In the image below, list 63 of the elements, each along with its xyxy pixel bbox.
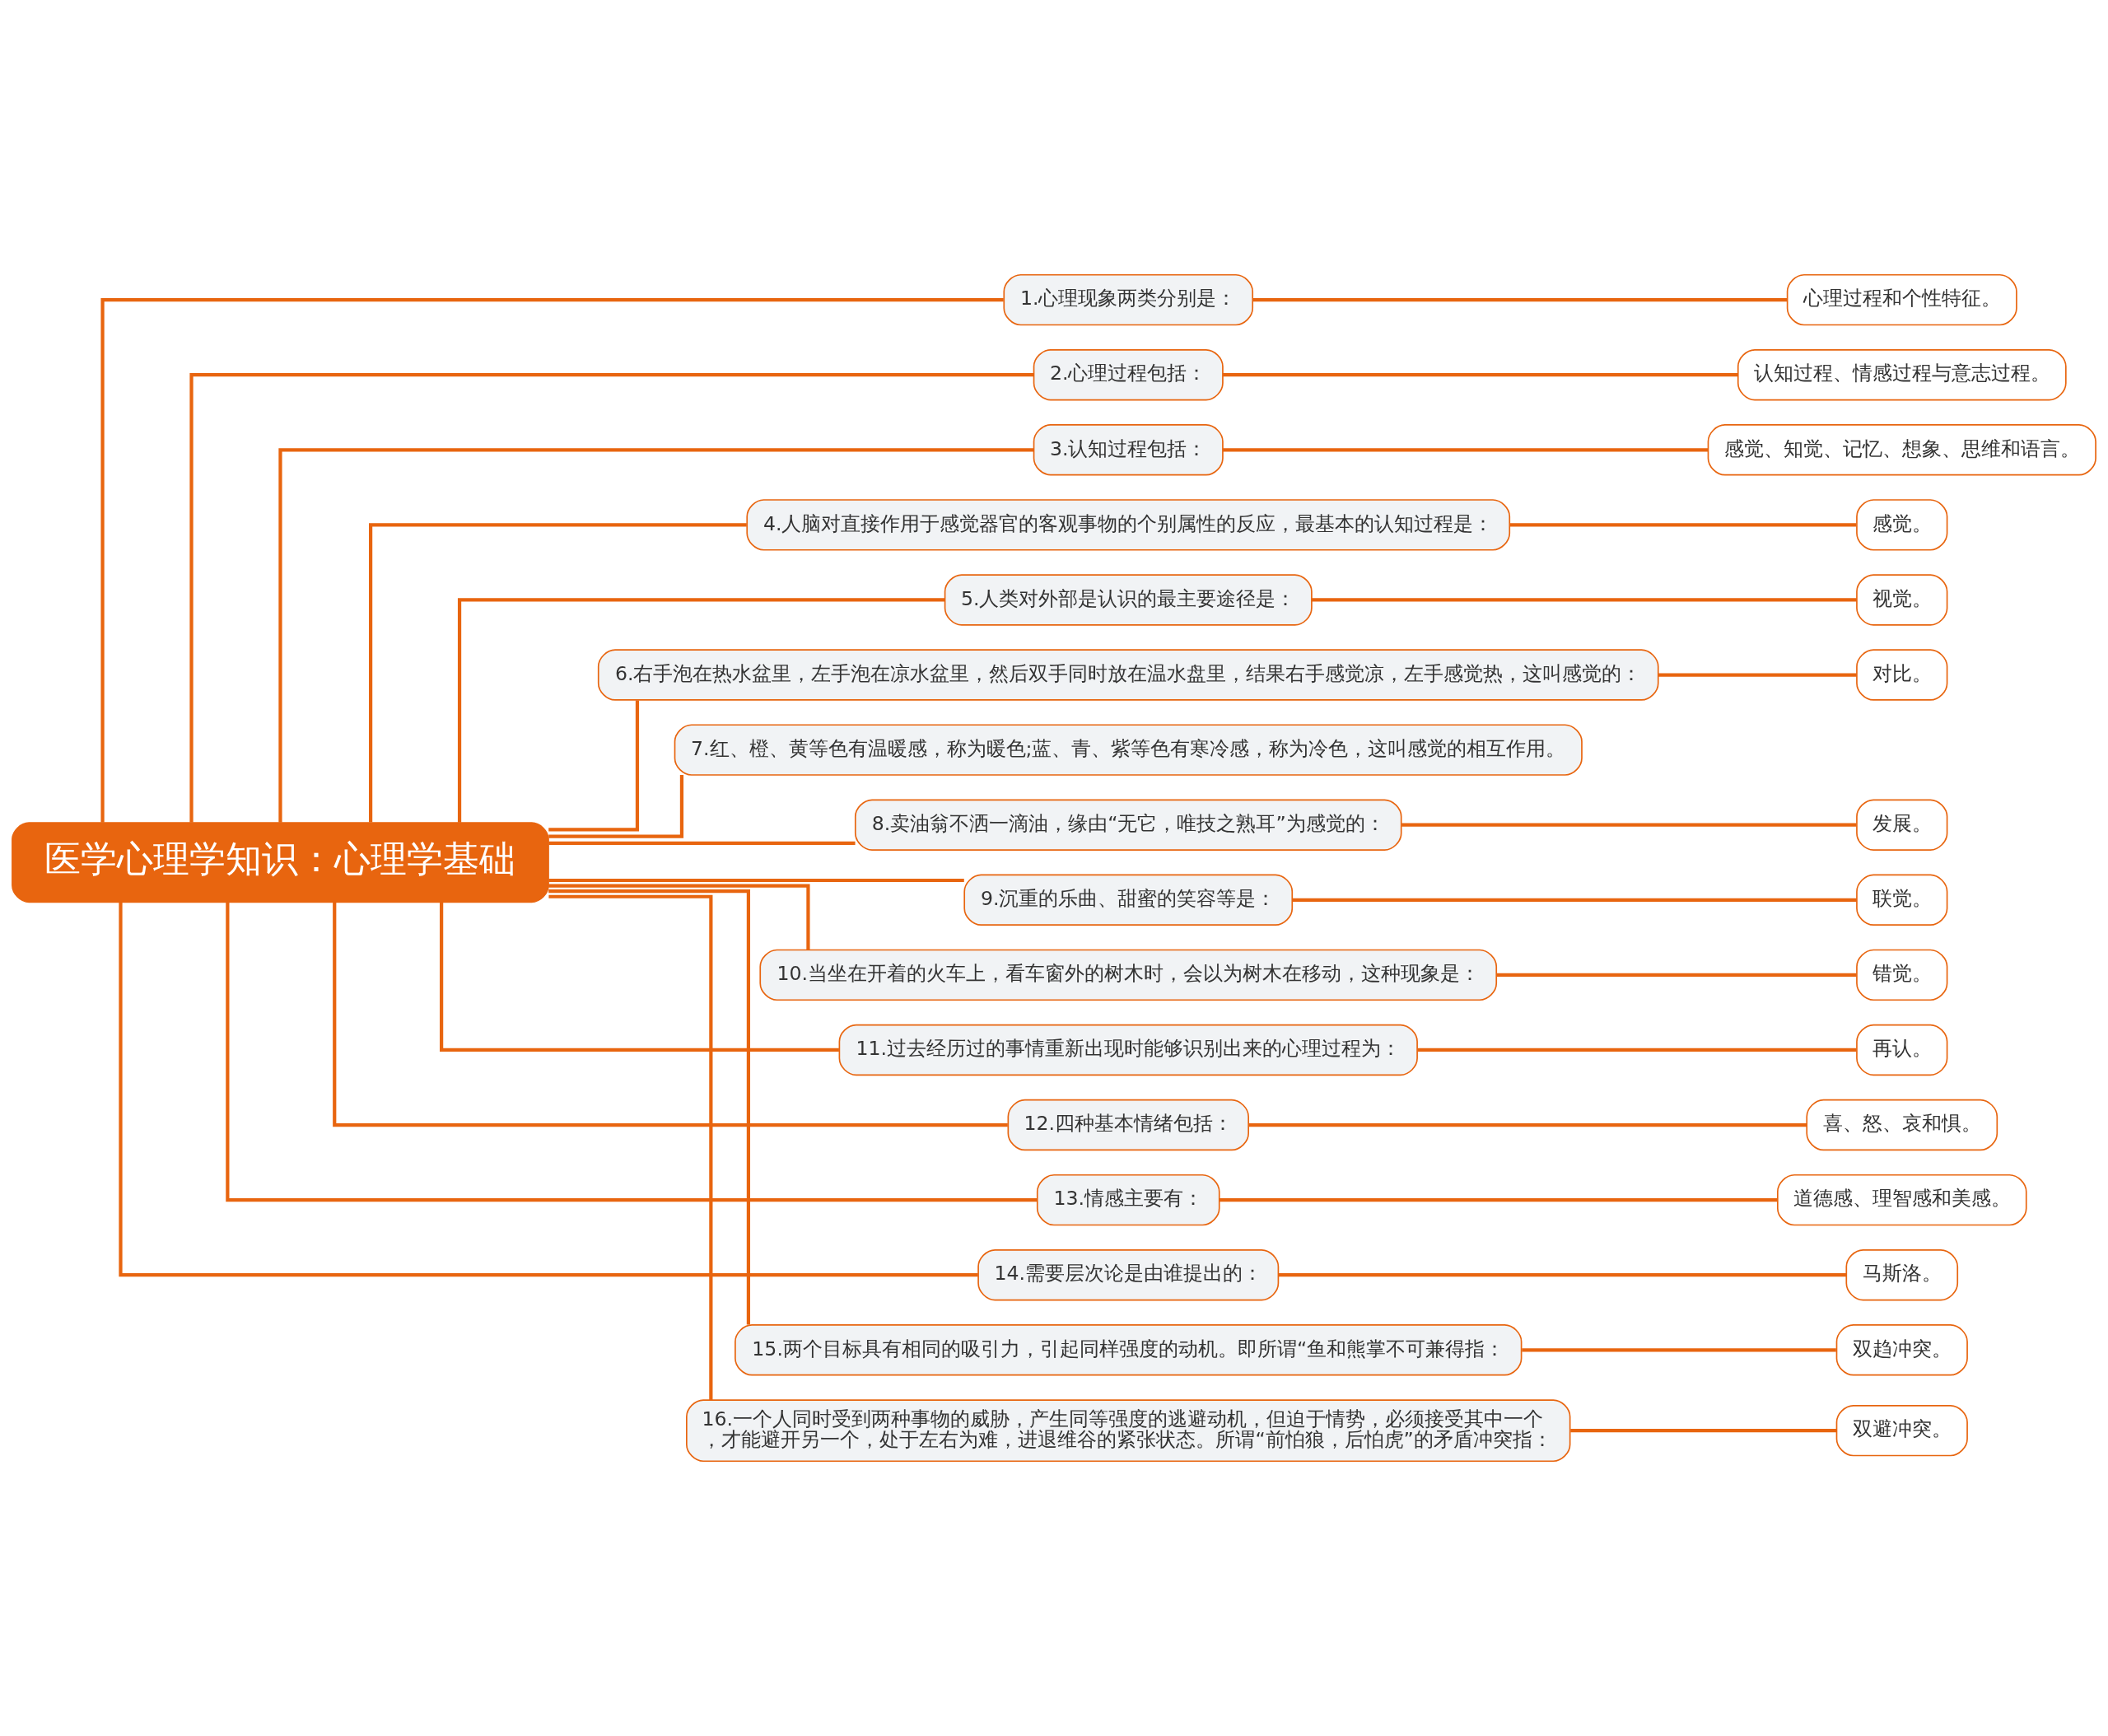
connector [1496, 973, 1857, 977]
connector [119, 902, 978, 1277]
node-box: 7.红、橙、黄等色有温暖感，称为暖色;蓝、青、紫等色有寒冷感，称为冷色，这叫感觉的相互作用。 [674, 724, 1583, 776]
connector [189, 373, 1034, 823]
node-box: 道德感、理智感和美感。 [1776, 1174, 2027, 1226]
connector [548, 889, 750, 1325]
connector [1509, 523, 1857, 527]
node-box: 11.过去经历过的事情重新出现时能够识别出来的心理过程为： [838, 1024, 1418, 1076]
connector [1417, 1048, 1857, 1052]
connector [548, 894, 713, 1400]
connector [333, 902, 1008, 1127]
connector [1311, 598, 1857, 602]
connector [100, 298, 1004, 823]
node-box: 感觉。 [1856, 499, 1948, 551]
connector [1570, 1429, 1837, 1433]
connector [548, 884, 810, 950]
node-box: 16.一个人同时受到两种事物的威胁，产生同等强度的逃避动机，但迫于情势，必须接受其中一个，才能避开另一个，处于左右为难，进退维谷的紧张状态。所谓“前怕狼，后怕虎”的矛盾冲突指： [686, 1399, 1571, 1463]
node-box: 心理过程和个性特征。 [1786, 273, 2017, 326]
connector [548, 700, 640, 832]
node-box: 10.当坐在开着的火车上，看车窗外的树木时，会以为树木在移动，这种现象是： [759, 949, 1498, 1001]
node-box: 5.人类对外部是认识的最主要途径是： [944, 574, 1313, 626]
node-box: 8.卖油翁不洒一滴油，缘由“无它，唯技之熟耳”为感觉的： [854, 799, 1402, 851]
node-box: 双避冲突。 [1835, 1404, 1968, 1457]
node-box: 认知过程、情感过程与意志过程。 [1737, 349, 2067, 401]
node-box: 喜、怒、哀和惧。 [1806, 1099, 1998, 1151]
node-box: 对比。 [1856, 649, 1948, 701]
connector [548, 878, 964, 883]
node-box: 12.四种基本情绪包括： [1007, 1099, 1249, 1151]
connector [1248, 1122, 1807, 1127]
connector [226, 902, 1038, 1202]
connector [1658, 673, 1857, 677]
node-box: 6.右手泡在热水盆里，左手泡在凉水盆里，然后双手同时放在温水盘里，结果右手感觉凉，左手感觉热，这叫感觉的： [597, 649, 1659, 701]
connector [278, 448, 1034, 823]
connector [1278, 1273, 1847, 1277]
node-box: 双趋冲突。 [1835, 1324, 1968, 1376]
node-box: 2.心理过程包括： [1033, 349, 1224, 401]
connector [548, 841, 856, 845]
node-box: 9.沉重的乐曲、甜蜜的笑容等是： [963, 874, 1294, 926]
connector [457, 598, 945, 823]
node-box: 发展。 [1856, 799, 1948, 851]
node-box: 医学心理学知识：心理学基础 [12, 822, 549, 903]
connector [1223, 373, 1738, 377]
node-box: 4.人脑对直接作用于感觉器官的客观事物的个别属性的反应，最基本的认知过程是： [746, 499, 1511, 551]
node-box: 错觉。 [1856, 949, 1948, 1001]
node-box: 15.两个目标具有相同的吸引力，引起同样强度的动机。即所谓“鱼和熊掌不可兼得指： [735, 1324, 1523, 1376]
node-box: 1.心理现象两类分别是： [1003, 273, 1254, 326]
node-box: 马斯洛。 [1845, 1249, 1959, 1301]
connector [548, 775, 684, 838]
connector [440, 902, 839, 1052]
node-box: 联觉。 [1856, 874, 1948, 926]
node-box: 3.认知过程包括： [1033, 424, 1224, 476]
connector [1223, 448, 1709, 452]
node-box: 14.需要层次论是由谁提出的： [977, 1249, 1280, 1301]
connector [369, 523, 747, 823]
node-box: 视觉。 [1856, 574, 1948, 626]
connector [1252, 298, 1788, 302]
connector [1401, 823, 1857, 827]
node-box: 感觉、知觉、记忆、想象、思维和语言。 [1707, 424, 2096, 476]
node-box: 再认。 [1856, 1024, 1948, 1076]
connector [1522, 1348, 1836, 1352]
connector [1219, 1198, 1778, 1202]
node-box: 13.情感主要有： [1036, 1174, 1220, 1226]
connector [1292, 898, 1857, 902]
